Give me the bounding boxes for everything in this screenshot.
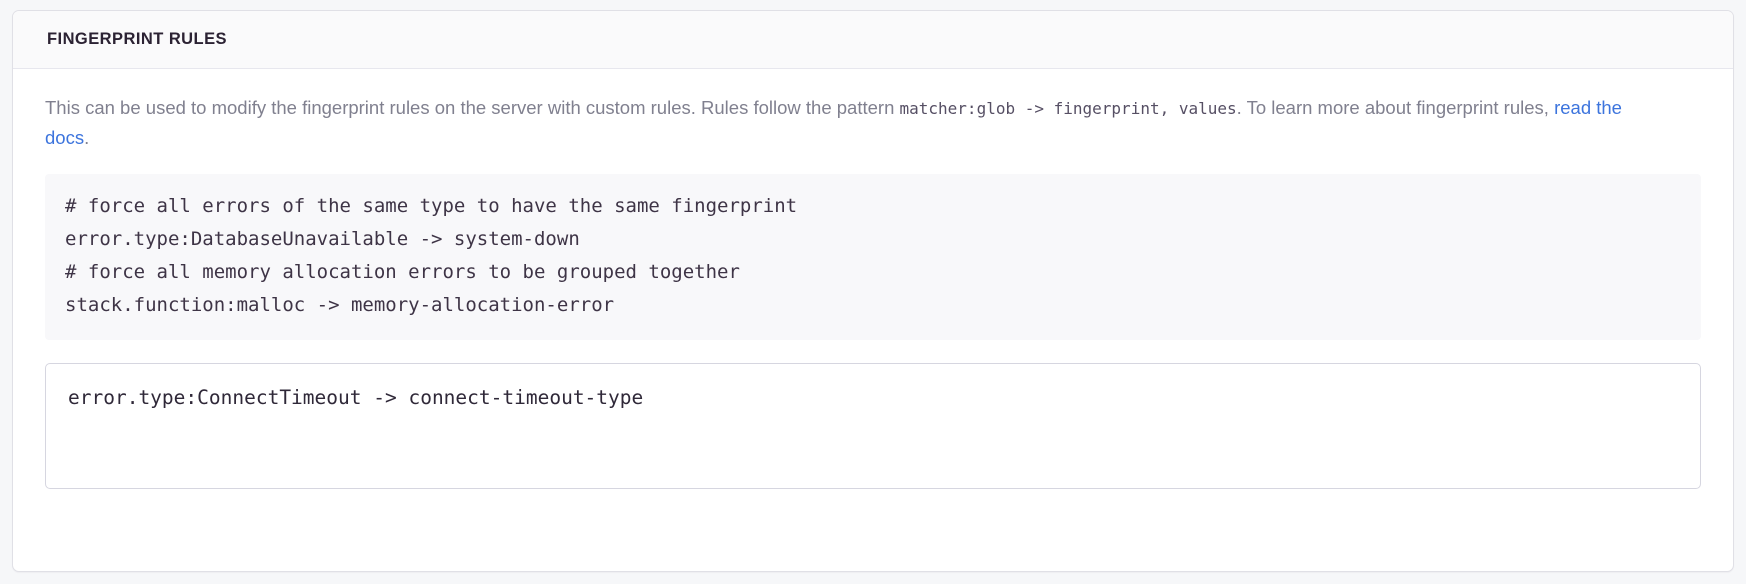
panel-body: This can be used to modify the fingerpri…	[13, 68, 1733, 519]
code-example-block: # force all errors of the same type to h…	[45, 173, 1701, 340]
description-text-part-3: .	[84, 126, 90, 148]
panel-header: FINGERPRINT RULES	[13, 11, 1733, 69]
panel-description: This can be used to modify the fingerpri…	[45, 93, 1655, 153]
description-text-part-1: This can be used to modify the fingerpri…	[45, 96, 900, 118]
page-title: FINGERPRINT RULES	[47, 30, 227, 48]
rules-input-container[interactable]	[45, 362, 1701, 489]
fingerprint-rules-textarea[interactable]	[46, 363, 1700, 488]
read-the-docs-link[interactable]: read the docs	[45, 96, 1622, 148]
description-inline-code: matcher:glob -> fingerprint, values	[899, 98, 1237, 118]
fingerprint-rules-panel: FINGERPRINT RULES This can be used to mo…	[12, 10, 1734, 572]
description-text-part-2: . To learn more about fingerprint rules,	[1236, 96, 1555, 118]
